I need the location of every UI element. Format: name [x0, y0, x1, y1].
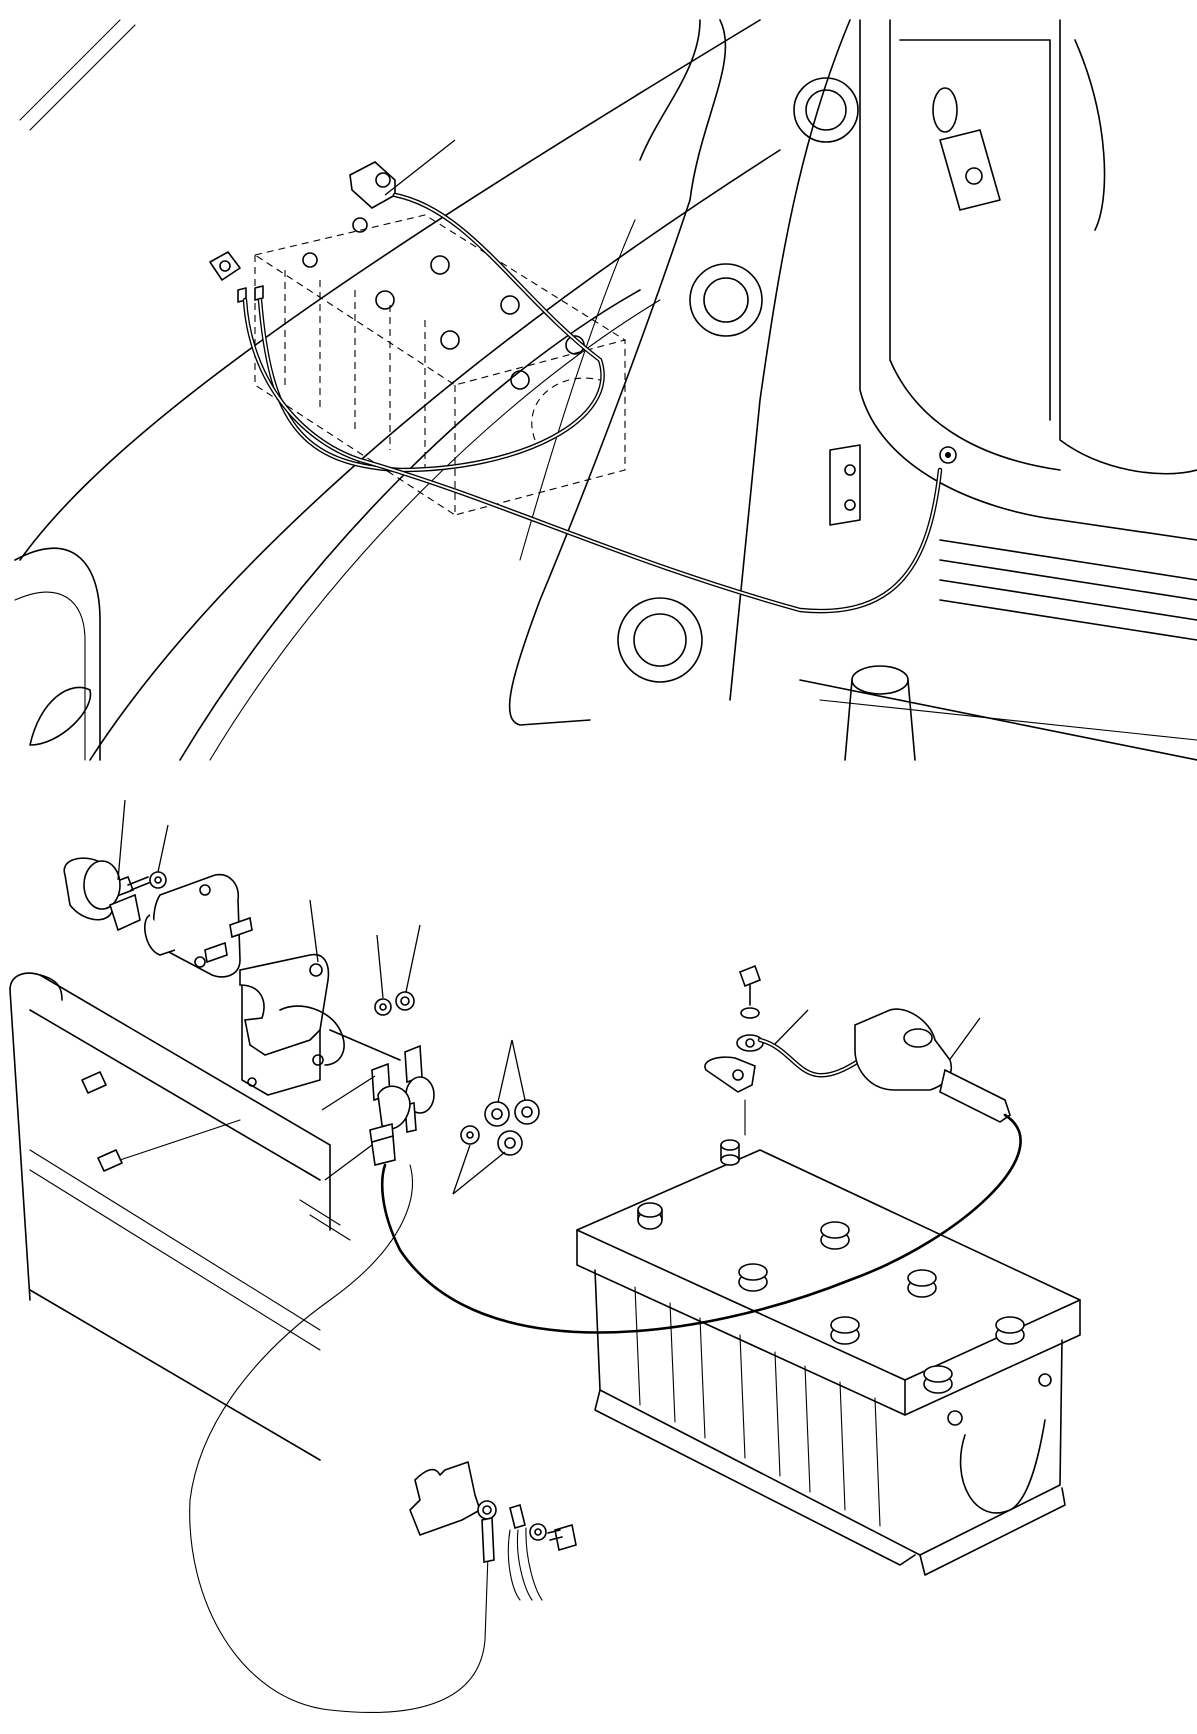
- battery-cable: [380, 1008, 1022, 1334]
- bolt-icon: [81, 1071, 241, 1172]
- washer-icon: [149, 871, 167, 889]
- washer-icon: [460, 1125, 480, 1145]
- leader-line: [384, 139, 456, 196]
- ground-strap-icon: [189, 1164, 577, 1713]
- nut-icon: [484, 1099, 540, 1156]
- overview-view: [14, 19, 1197, 761]
- terminal-clamp-icon: [704, 964, 764, 1136]
- switch-bracket: [239, 953, 401, 1096]
- cable-boot: [369, 1085, 411, 1166]
- detail-view: [9, 799, 1081, 1713]
- terminal-clamp-icon: [349, 161, 396, 209]
- leader-lines: [117, 799, 981, 1195]
- disconnect-switch-icon: [63, 857, 253, 978]
- washer-icon: [374, 998, 392, 1016]
- mounting-panel: [9, 972, 351, 1461]
- battery-icon: [576, 1139, 1081, 1576]
- nut-icon: [395, 991, 415, 1011]
- battery-cables-overview: [242, 192, 957, 614]
- machine-frame: [14, 19, 1197, 761]
